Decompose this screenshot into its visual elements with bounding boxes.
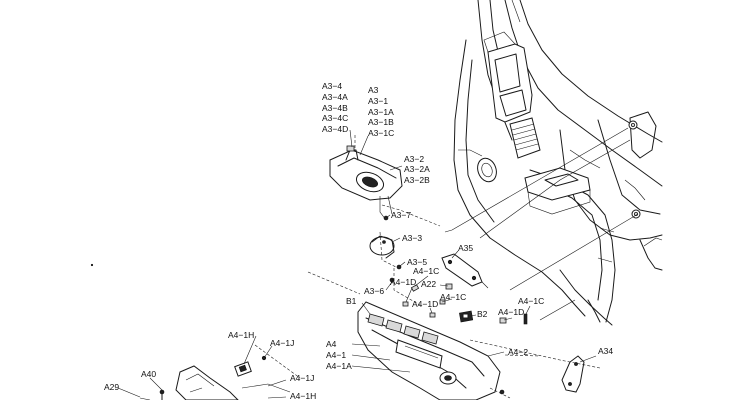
label-a4: A4: [326, 339, 337, 349]
label-a4-1c-top: A4−1C: [413, 266, 439, 276]
label-a29: A29: [104, 382, 119, 392]
label-a4-1j-bottom: A4−1J: [290, 373, 314, 383]
a3-3-trim-ring: [369, 235, 395, 259]
label-a3: A3: [368, 85, 379, 95]
label-a3-1a: A3−1A: [368, 107, 394, 117]
a34-bracket: [561, 355, 585, 393]
label-a4-1c-right: A4−1C: [518, 296, 544, 306]
label-b2: B2: [477, 309, 488, 319]
label-a4-1j-top: A4−1J: [270, 338, 294, 348]
right-mounting-bracket: [628, 111, 663, 247]
label-a3-4a: A3−4A: [322, 92, 348, 102]
label-a4-1: A4−1: [326, 350, 346, 360]
a4-1h-part: [234, 361, 252, 377]
label-a3-4b: A3−4B: [322, 103, 348, 113]
label-a22: A22: [421, 279, 436, 289]
label-a3-4c: A3−4C: [322, 113, 348, 123]
label-a3-1: A3−1: [368, 96, 388, 106]
upper-switch-assembly: [329, 145, 403, 221]
label-a4-2: A4−2: [508, 347, 528, 357]
side-round-vent: [477, 157, 497, 183]
stray-dot: [90, 263, 94, 267]
label-a3-5: A3−5: [407, 257, 427, 267]
label-a40: A40: [141, 369, 156, 379]
center-display-screen: [483, 31, 533, 123]
label-a3-1b: A3−1B: [368, 117, 394, 127]
label-a3-7: A3−7: [391, 210, 411, 220]
label-leader-lines: [117, 129, 597, 399]
label-a3-4: A3−4: [322, 81, 342, 91]
console-tray: [524, 167, 591, 215]
label-a4-1h-bottom: A4−1H: [290, 391, 316, 400]
a35-bracket: [441, 253, 489, 289]
label-a4-1d-mid: A4−1D: [412, 299, 438, 309]
label-a3-2a: A3−2A: [404, 164, 430, 174]
label-a3-3: A3−3: [402, 233, 422, 243]
a3-dashed-guides: [354, 135, 441, 306]
label-b1: B1: [346, 296, 357, 306]
a4-bottom-screw: [499, 389, 505, 395]
label-a3-1c: A3−1C: [368, 128, 394, 138]
label-a3-6: A3−6: [364, 286, 384, 296]
label-a4-1a: A4−1A: [326, 361, 352, 371]
label-a34: A34: [598, 346, 613, 356]
label-a3-2: A3−2: [404, 154, 424, 164]
label-a3-2b: A3−2B: [404, 175, 430, 185]
label-a4-1h-top: A4−1H: [228, 330, 254, 340]
label-a35: A35: [458, 243, 473, 253]
b2-switch: [459, 310, 474, 323]
label-a4-1d-top: A4−1D: [390, 277, 416, 287]
label-a4-1c-mid: A4−1C: [440, 292, 466, 302]
center-air-vent: [509, 117, 541, 159]
label-a3-4d: A3−4D: [322, 124, 348, 134]
assembly-guide-lines: [444, 127, 639, 321]
label-a4-1d-right: A4−1D: [498, 307, 524, 317]
callout-labels: A3−4 A3−4A A3−4B A3−4C A3−4D A3 A3−1 A3−…: [104, 81, 613, 400]
lower-left-trim-panel: [139, 365, 291, 400]
lower-console-bezel: [357, 301, 501, 400]
